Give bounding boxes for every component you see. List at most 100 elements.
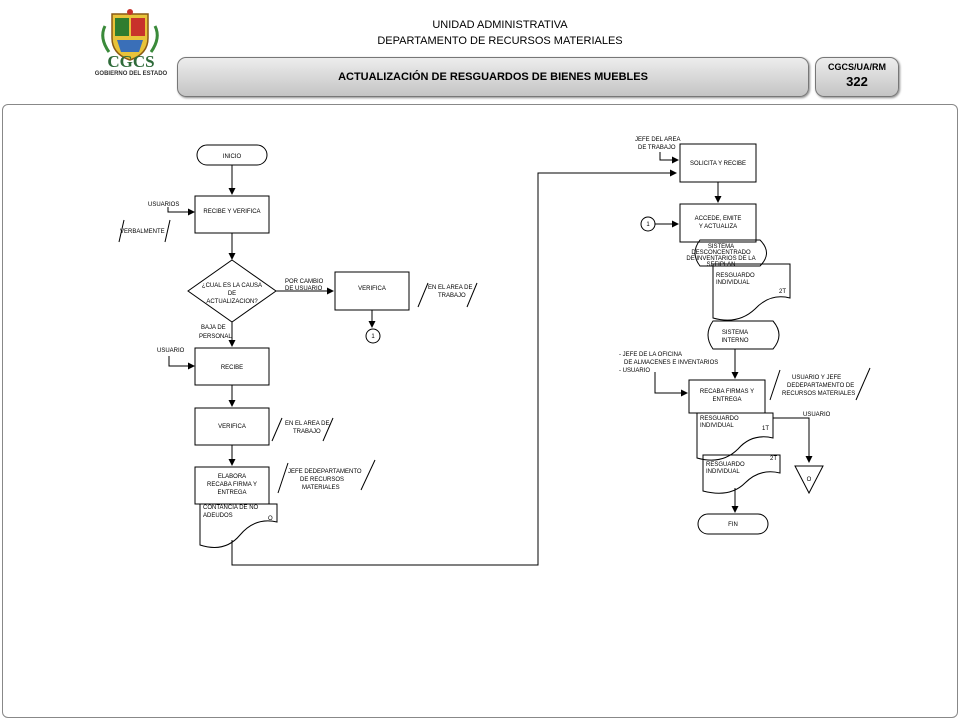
document-label-2: ADEUDOS	[203, 513, 233, 519]
flow-arrow	[167, 207, 195, 216]
annotation-slash	[118, 219, 125, 243]
document-copy: O	[268, 516, 273, 522]
process-label-3: ENTREGA	[217, 490, 246, 496]
process-accede	[679, 203, 757, 243]
storage-label-1: SISTEMA	[722, 330, 748, 336]
annotation-slash	[769, 369, 781, 401]
process-label-1: ACCEDE, EMITE	[695, 216, 742, 222]
connector-1	[365, 328, 381, 344]
flow-arrow	[654, 372, 688, 397]
connector-label: 1	[646, 222, 650, 228]
document-copy: 2T	[779, 289, 786, 295]
decision-label-2: DE	[228, 291, 236, 297]
actor-jefe-dept: JEFE DEDEPARTAMENTO	[288, 469, 362, 475]
actor-jefe-oficina: - JEFE DE LA OFICINA	[619, 352, 682, 358]
location-area-trabajo: EN EL AREA DE	[285, 421, 329, 427]
end-terminator	[697, 513, 769, 535]
archive-triangle	[794, 465, 824, 495]
decision-label-1: ¿CUAL ES LA CAUSA	[202, 283, 262, 289]
process-label: VERIFICA	[218, 424, 246, 430]
actor-jefe-oficina-3: - USUARIO	[619, 368, 650, 374]
document-label-1: RESGUARDO	[700, 416, 739, 422]
process-label: RECIBE Y VERIFICA	[203, 209, 260, 215]
annotation-slash	[855, 367, 871, 401]
flow-line-to-right	[231, 169, 677, 566]
stored-data-sistema-interno	[707, 320, 780, 350]
end-label: FIN	[728, 522, 738, 528]
document-label-2: INDIVIDUAL	[706, 469, 740, 475]
annotation-slash	[271, 417, 283, 442]
process-label-2: ENTREGA	[712, 397, 741, 403]
storage-label-2: INTERNO	[722, 338, 749, 344]
stored-data-sistema	[694, 239, 767, 267]
recipient-usuario: USUARIO	[803, 412, 831, 418]
actor-usuario: USUARIO	[157, 348, 185, 354]
document-resguardo-a	[712, 263, 791, 321]
department-title: DEPARTAMENTO DE RECURSOS MATERIALES	[377, 35, 623, 47]
process-label-1: ELABORA	[218, 474, 246, 480]
location-area-trabajo-2: TRABAJO	[438, 293, 466, 299]
process-label-1: RECABA FIRMAS Y	[700, 389, 754, 395]
actor-jefe-area: JEFE DEL AREA	[635, 137, 680, 143]
process-label: RECIBE	[221, 365, 243, 371]
branch-por-cambio: POR CAMBIO	[285, 279, 324, 285]
annotation-slash	[360, 459, 376, 491]
document-label-1: RESGUARDO	[716, 273, 755, 279]
document-label-1: RESGUARDO	[706, 462, 745, 468]
process-label: SOLICITA Y RECIBE	[690, 161, 746, 167]
process-label: VERIFICA	[358, 286, 386, 292]
admin-unit-title: UNIDAD ADMINISTRATIVA	[432, 19, 568, 31]
actor-usuario-jefe-2: DEDEPARTAMENTO DE	[787, 383, 854, 389]
flow-arrow	[168, 356, 195, 370]
branch-por-cambio-2: DE USUARIO	[285, 286, 323, 292]
location-area-trabajo: EN EL AREA DE	[428, 285, 472, 291]
process-label-2: RECABA FIRMA Y	[207, 482, 257, 488]
decision-label-3: ACTUALIZACION?	[206, 299, 258, 305]
branch-baja-2: PERSONAL	[199, 334, 232, 340]
actor-usuario-jefe-3: RECURSOS MATERIALES	[782, 391, 855, 397]
procedure-title-banner: ACTUALIZACIÓN DE RESGUARDOS DE BIENES MU…	[177, 57, 809, 97]
procedure-code-box: CGCS/UA/RM 322	[815, 57, 899, 97]
process-label-2: Y ACTUALIZA	[699, 224, 737, 230]
actor-jefe-dept-3: MATERIALES	[302, 485, 340, 491]
logo-subtext: GOBIERNO DEL ESTADO	[94, 71, 168, 77]
diagram-panel	[2, 104, 958, 718]
actor-usuario-jefe: USUARIO Y JEFE	[792, 375, 841, 381]
flow-arrow	[659, 152, 679, 164]
annotation-slash	[417, 282, 429, 308]
method-verbalmente: VERBALMENTE	[120, 229, 165, 235]
annotation-slash	[277, 462, 289, 494]
document-label-1: CONTANCIA DE NO	[203, 505, 259, 511]
document-resguardo-c	[702, 454, 781, 494]
actor-usuarios: USUARIOS	[148, 202, 179, 208]
logo	[95, 8, 165, 88]
flow-arrow	[773, 417, 813, 463]
storage-label-3: DE INVENTARIOS DE LA	[686, 256, 755, 262]
storage-label-4: SEFIPLAN	[706, 262, 735, 268]
start-label: INICIO	[223, 154, 242, 160]
archive-label: O	[807, 477, 812, 483]
actor-jefe-oficina-2: DE ALMACENES E INVENTARIOS	[624, 360, 718, 366]
logo-text: CGCS	[107, 52, 155, 71]
procedure-title: ACTUALIZACIÓN DE RESGUARDOS DE BIENES MU…	[338, 71, 648, 83]
actor-jefe-area-2: DE TRABAJO	[638, 145, 676, 151]
document-label-2: INDIVIDUAL	[716, 280, 750, 286]
actor-jefe-dept-2: DE RECURSOS	[300, 477, 344, 483]
procedure-code-label: CGCS/UA/RM	[828, 62, 886, 72]
annotation-slash	[322, 417, 334, 442]
document-constancia	[199, 503, 278, 548]
storage-label-1: SISTEMA	[708, 244, 734, 250]
coat-of-arms-icon	[101, 9, 159, 61]
document-copy: 1T	[762, 426, 769, 432]
location-area-trabajo-2: TRABAJO	[293, 429, 321, 435]
storage-label-2: DESCONCENTRADO	[691, 250, 751, 256]
document-resguardo-b	[696, 412, 774, 461]
branch-baja: BAJA DE	[201, 325, 226, 331]
connector-label: 1	[371, 334, 375, 340]
annotation-slash	[164, 219, 171, 243]
document-label-2: INDIVIDUAL	[700, 423, 734, 429]
procedure-code-number: 322	[846, 74, 868, 89]
annotation-slash	[466, 282, 478, 308]
document-copy: 2T	[770, 456, 777, 462]
